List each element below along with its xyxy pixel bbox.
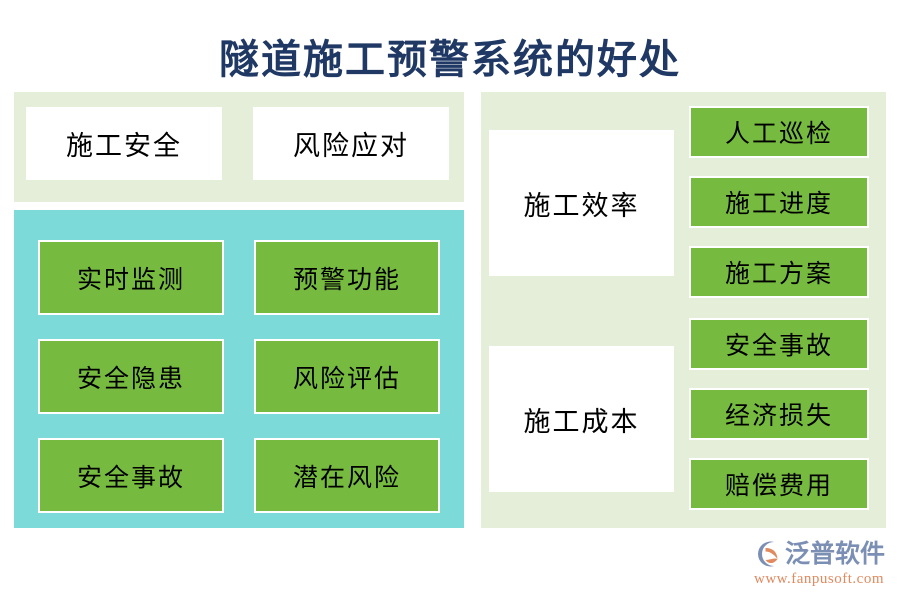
card-label: 施工成本	[523, 406, 640, 437]
card-warning-function[interactable]: 预警功能	[254, 240, 440, 315]
card-risk-assessment[interactable]: 风险评估	[254, 339, 440, 414]
card-realtime-monitor[interactable]: 实时监测	[38, 240, 224, 315]
card-label: 施工效率	[523, 190, 640, 221]
card-safety-accident[interactable]: 安全事故	[38, 438, 224, 513]
card-label: 安全事故	[76, 464, 185, 492]
card-manual-inspection[interactable]: 人工巡检	[689, 106, 869, 158]
card-label: 潜在风险	[292, 464, 401, 492]
card-label: 实时监测	[76, 266, 185, 294]
card-economic-loss[interactable]: 经济损失	[689, 388, 869, 440]
logo-wordmark: 泛普软件	[785, 540, 886, 568]
group-heading-construction-cost[interactable]: 施工成本	[489, 346, 674, 492]
left-bottom-panel: 实时监测 预警功能 安全隐患 风险评估 安全事故 潜在风险	[14, 210, 464, 528]
card-label: 经济损失	[724, 403, 833, 430]
card-construction-plan[interactable]: 施工方案	[689, 246, 869, 298]
card-label: 赔偿费用	[724, 473, 833, 500]
card-label: 人工巡检	[724, 121, 833, 148]
page-title: 隧道施工预警系统的好处	[219, 37, 681, 82]
card-label: 施工方案	[724, 261, 833, 288]
card-safety-accident-right[interactable]: 安全事故	[689, 318, 869, 370]
card-label: 安全隐患	[76, 365, 185, 393]
card-label: 施工安全	[66, 131, 182, 161]
card-safety-hazard[interactable]: 安全隐患	[38, 339, 224, 414]
fanpu-arc-icon	[752, 539, 782, 569]
card-label: 风险评估	[292, 365, 401, 393]
card-label: 安全事故	[724, 333, 833, 360]
card-label: 风险应对	[293, 131, 409, 161]
group-heading-construction-efficiency[interactable]: 施工效率	[489, 130, 674, 276]
left-top-panel: 施工安全 风险应对	[14, 92, 464, 202]
brand-logo: 泛普软件 www.fanpusoft.com	[752, 538, 892, 592]
card-label: 预警功能	[292, 266, 401, 294]
card-construction-safety[interactable]: 施工安全	[26, 107, 222, 180]
card-risk-response[interactable]: 风险应对	[253, 107, 449, 180]
card-compensation-cost[interactable]: 赔偿费用	[689, 458, 869, 510]
logo-row: 泛普软件	[752, 538, 892, 570]
card-potential-risk[interactable]: 潜在风险	[254, 438, 440, 513]
card-construction-progress[interactable]: 施工进度	[689, 176, 869, 228]
logo-url: www.fanpusoft.com	[754, 571, 885, 587]
card-label: 施工进度	[724, 191, 833, 218]
right-panel: 施工效率 人工巡检 施工进度 施工方案 施工成本 安全事故 经济损失 赔偿费用	[481, 92, 886, 528]
